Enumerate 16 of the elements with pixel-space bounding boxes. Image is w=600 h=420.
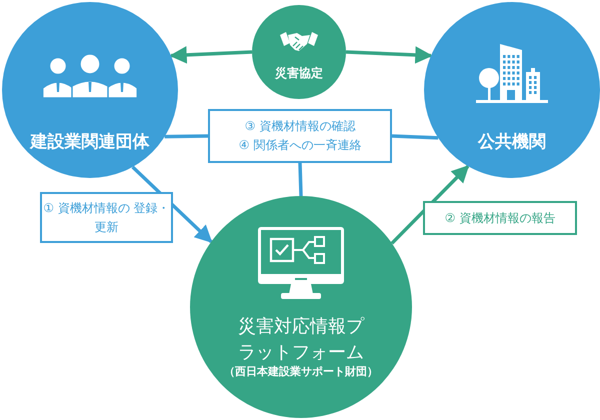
node-label: ④ 関係者への一斉連絡 [238, 137, 362, 154]
edge-label: ② 資機材情報の報告 [423, 201, 577, 235]
info-box [208, 109, 392, 163]
node-label: （西日本建設業サポート財団） [223, 364, 379, 379]
connector-line [164, 134, 208, 138]
node-label: 建設業関連団体 [28, 131, 150, 153]
node-label: 公共機関 [476, 131, 547, 153]
connector-line [298, 162, 303, 196]
node-label: 災害対応情報プラットフォーム [237, 315, 366, 366]
arrow [169, 46, 252, 64]
connector-line [392, 134, 438, 140]
node-label: ③ 資機材情報の確認 [244, 118, 356, 135]
arrow [390, 164, 470, 245]
node-label: 災害協定 [274, 65, 324, 82]
edge-label: ① 資機材情報の 登録・更新 [40, 192, 173, 243]
arrow [346, 46, 433, 64]
